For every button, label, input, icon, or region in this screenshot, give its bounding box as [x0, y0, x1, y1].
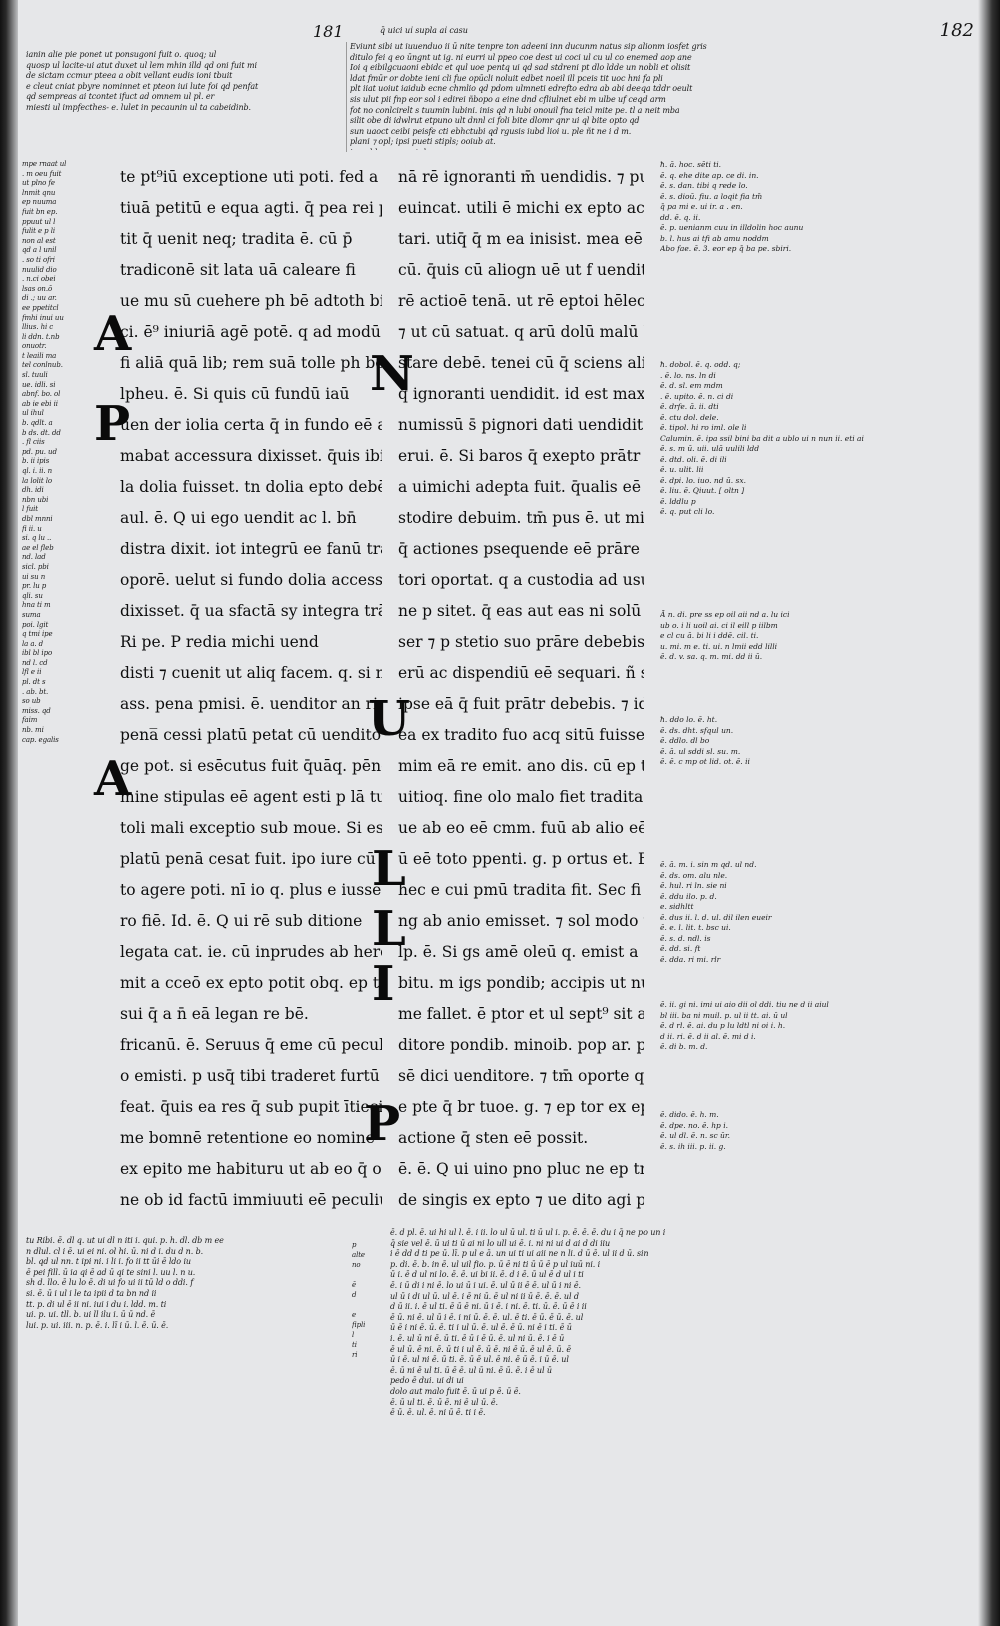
decorated-initial-l: L: [372, 841, 406, 897]
folio-number-center: 181: [313, 22, 344, 41]
gloss-bottom-right: ē. d pl. ē. ui hi ul l. ē. i ii. lo ul ū…: [390, 1228, 666, 1418]
text-line: me bomnē retentione eo nomine: [120, 1129, 375, 1147]
text-line: me fallet. ē ptor et ul sept⁹ sit a uen: [398, 1005, 644, 1023]
text-line: pena̅ cessi platū petat cū uendito a: [120, 726, 382, 744]
text-line: bitu. m igs pondib; accipis ut nun: [398, 974, 644, 992]
text-line: distra dixit. iot integrū ee fanū trade: [120, 540, 382, 558]
margin-note-right-2: ħ. dobol. ē. q. odd. q; . ē. lo. ns. ln …: [660, 360, 864, 516]
text-line: ng ab anio emisset. ⁊ sol modo uende: [398, 912, 644, 930]
text-line: cū. q̄uis cū aliogn uē ut f uendito: [398, 261, 644, 279]
text-line: ē. ē. Q ui uino pno pluc ne ep tr fit.: [398, 1160, 644, 1178]
text-line: mit a cceō ex epto potit obq. ep tor p: [120, 974, 382, 992]
text-line: stare debē. tenei cū q̄ sciens aliena ñ …: [398, 354, 644, 372]
text-line: sui q̄ a n̄ eā legan re bē.: [120, 1005, 309, 1023]
main-text-column-left: te pt⁹iū exceptione uti poti. fed a pe ti…: [120, 162, 382, 1212]
decorated-initial-n: N: [370, 346, 414, 402]
text-line: hec e cui pmū tradita fit. Sec fi alit e…: [398, 881, 644, 899]
text-line: fi aliā quā lib; rem suā tolle ph bē.: [120, 354, 382, 372]
gloss-top-left: ianin alie pie ponet ut ponsugoni fuit o…: [26, 50, 259, 112]
text-line: uitioq. fine olo malo fiet tradita q. ē …: [398, 788, 644, 806]
margin-note-right-3: Ā n. di. pre ss ep oil aii nd a. lu ici …: [660, 610, 790, 661]
text-line: ea ex tradito fuo acq sitū fuisset. C ū: [398, 726, 644, 744]
margin-note-right-1: ħ. ā. hoc. sēti ti. ē. q. ehe dite ap. c…: [660, 160, 804, 253]
text-line: ⁊ ut cū satuat. q arū dolū malū habē p: [398, 323, 644, 341]
page-edge-right: [978, 0, 1000, 1626]
text-line: ro fiē. Id. ē. Q ui rē sub ditione: [120, 912, 363, 930]
decorated-initial-i: I: [372, 956, 395, 1012]
text-line: platū penā cesat fuit. ipo iure cū do: [120, 850, 382, 868]
text-line: uen der iolia certa q̄ in fundo eē affir: [120, 416, 382, 434]
text-line: oporē. uelut si fundo dolia accessura: [120, 571, 382, 589]
running-header: q̄ uici ui̇ supla ai̇ casu: [380, 26, 468, 35]
text-line: q̄ ignoranti uendidit. id est maxime si …: [398, 385, 644, 403]
text-line: lp. ē. Si gs amē oleū q. emist a d m: [398, 943, 644, 961]
text-line: disti ⁊ cuenit ut aliq facem. q. si n fe: [120, 664, 382, 682]
text-line: la dolia fuisset. tn dolia epto debē: [120, 478, 382, 496]
gloss-bottom-margin: p alte no ē d e fipli l ti ri: [352, 1241, 366, 1359]
text-line: aul. ē. Q ui ego uendit ac l. bn̄: [120, 509, 357, 527]
decorated-initial-l-second: L: [372, 901, 406, 957]
text-line: euincat. utili ē michi ex epto actiua p: [398, 199, 644, 217]
text-line: tiuā petitū e equa agti. q̄ pea rei pe: [120, 199, 382, 217]
text-line: a uimichi adepta fuit. q̄ualis eē cu: [398, 478, 644, 496]
text-line: ass. pena pmisi. ē. uenditor an rig: [120, 695, 382, 713]
text-line: ditore pondib. minoib. pop ar. po: [398, 1036, 644, 1054]
text-line: toli mali exceptio sub moue. Si est si: [120, 819, 382, 837]
decorated-initial-u: U: [368, 691, 410, 747]
gloss-top-right: Eviunt sibi ut iuuenduo ii ū nite tenpre…: [350, 42, 707, 150]
margin-note-right-4: ħ. ddo lo. ē. ht. ē. ds. dht. sfqul un. …: [660, 715, 750, 766]
margin-note-right-7: ē. dido. ē. h. m. ē. dpe. no. ē. hp i. ē…: [660, 1110, 731, 1151]
text-line: te pt⁹iū exceptione uti poti. fed a pe: [120, 168, 382, 186]
text-line: stodire debuim. tm̄ pus ē. ut michi ap: [398, 509, 644, 527]
text-line: numissū s̄ pignori dati uendidit.: [398, 416, 644, 434]
binding-edge-left: [0, 0, 18, 1626]
text-line: tari. utiq̄ q̄ m ea inisist. mea eē ea: [398, 230, 644, 248]
margin-note-right-5: ē. ā. m. i. sin m qd. ul nd. ē. ds. om. …: [660, 860, 772, 964]
text-line: tradiconē sit lata uā caleare fi: [120, 261, 356, 279]
text-line: actione q̄ sten eē possit.: [398, 1129, 589, 1147]
decorated-initial-a-second: A: [94, 751, 132, 807]
column-rule-top: [346, 42, 347, 152]
text-line: mabat accessura dixisset. q̄uis ibi nul: [120, 447, 382, 465]
text-line: to agere poti. nī io q. plus e iusse: [120, 881, 382, 899]
text-line: o emisti. p usq̄ tibi traderet furtū m: [120, 1067, 382, 1085]
text-line: nā rē ignoranti m̄ uendidis. ⁊ pus q̄: [398, 168, 644, 186]
text-line: erū ac dispendiū eē sequari. ñ solū q̄: [398, 664, 644, 682]
decorated-initial-a: A: [94, 306, 132, 362]
text-line: mine stipulas eē agent esti p lā tu: [120, 788, 382, 806]
text-line: ge pot. si esēcutus fuit q̄uāq. pēne no: [120, 757, 382, 775]
text-line: dixisset. q̄ ua sfactā sy integra trā de…: [120, 602, 382, 620]
text-line: fricanū. ē. Seruus q̄ eme cū peculi: [120, 1036, 382, 1054]
margin-note-right-6: ē. ii. gi ni. imi ui aio dii ol ddi. tiu…: [660, 1000, 829, 1051]
text-line: ū eē toto ppenti. g. p ortus et. B hnd: [398, 850, 644, 868]
gloss-left-margin: mpe rnaat ul . m oeu fuit ut plno fe lnm…: [22, 160, 67, 744]
text-line: de singis ex epto ⁊ ue dito agi pot.: [398, 1191, 644, 1209]
text-line: Ri pe. P redia michi uend: [120, 633, 319, 651]
text-line: ue mu sū cuehere ph bē adtoth bi: [120, 292, 382, 310]
text-line: legata cat. ie. cū inprudes ab here ee: [120, 943, 382, 961]
decorated-initial-p-second: P: [364, 1096, 401, 1152]
text-line: ser ⁊ p stetio suo prāre debebis. at omo…: [398, 633, 644, 651]
text-line: feat. q̄uis ea res q̄ sub pupit ītiecit: [120, 1098, 382, 1116]
text-line: mim eā re emit. ano dis. cū ep tio ue: [398, 757, 644, 775]
text-line: ne ob id factū immiuuti eē peculiu: [120, 1191, 382, 1209]
text-line: ipse eā q̄ fuit prātr debebis. ⁊ id q ep…: [398, 695, 644, 713]
text-line: q̄ actiones psequende eē prāre me ep: [398, 540, 644, 558]
text-line: e pte q̄ br tuoe. g. ⁊ ep tor ex ep to b…: [398, 1098, 644, 1116]
text-line: ue ab eo eē cmm. fuū ab alio eē q; alio: [398, 819, 644, 837]
text-line: erui. ē. Si baros q̄ exepto prātr debē: [398, 447, 644, 465]
text-line: rē actioē tenā. ut rē eptoi hēleccat.: [398, 292, 644, 310]
text-line: ne p sitet. q̄ eas aut eas ni solū arbit…: [398, 602, 644, 620]
gloss-bottom-left: tu Ribi. ē. dl q. ut ui dl n iti i. qui.…: [26, 1236, 224, 1330]
text-line: tit q̄ uenit neq; tradita ē. cū p̄: [120, 230, 353, 248]
text-line: ex epito me habituru ut ab eo q̄ ou: [120, 1160, 382, 1178]
text-line: ci. ē⁹ iniuriā agē potē. q ad modū: [120, 323, 381, 341]
text-line: tori oportat. q a custodia ad usus nī pa: [398, 571, 644, 589]
folio-number-right: 182: [939, 20, 974, 41]
text-line: lpheu. ē. Si quis cū fundū iaū: [120, 385, 350, 403]
main-text-column-right: nā rē ignoranti m̄ uendidis. ⁊ pus q̄ eui…: [398, 162, 644, 1212]
text-line: sē dici uenditore. ⁊ tm̄ oporte q. plus: [398, 1067, 644, 1085]
decorated-initial-p: P: [94, 396, 131, 452]
